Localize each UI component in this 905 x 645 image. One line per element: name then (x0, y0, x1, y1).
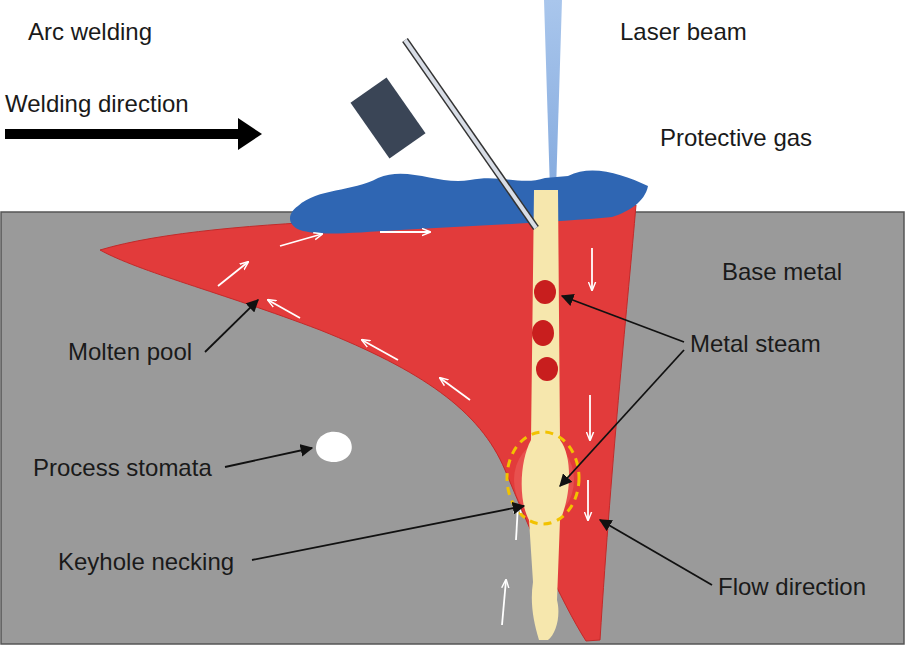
part-label: Metal steam (690, 330, 821, 358)
flow-arrows (218, 232, 592, 625)
part-label: Welding direction (5, 90, 189, 118)
part-label: Flow direction (718, 573, 866, 601)
keyhole (522, 190, 569, 640)
protective-gas (290, 171, 648, 234)
part-label: Keyhole necking (58, 548, 234, 576)
leader-lines (205, 296, 712, 585)
direction-arrow (5, 129, 244, 139)
metal-steam-bubbles (532, 280, 558, 381)
part-label: Laser beam (620, 18, 747, 46)
part-label: Arc welding (28, 18, 152, 46)
process-stomata (316, 432, 352, 462)
direction-arrowhead (238, 118, 262, 150)
part-label: Molten pool (68, 338, 192, 366)
part-label: Process stomata (33, 454, 212, 482)
part-label: Protective gas (660, 124, 812, 152)
part-label: Base metal (722, 258, 842, 286)
arc-torch (350, 40, 536, 228)
